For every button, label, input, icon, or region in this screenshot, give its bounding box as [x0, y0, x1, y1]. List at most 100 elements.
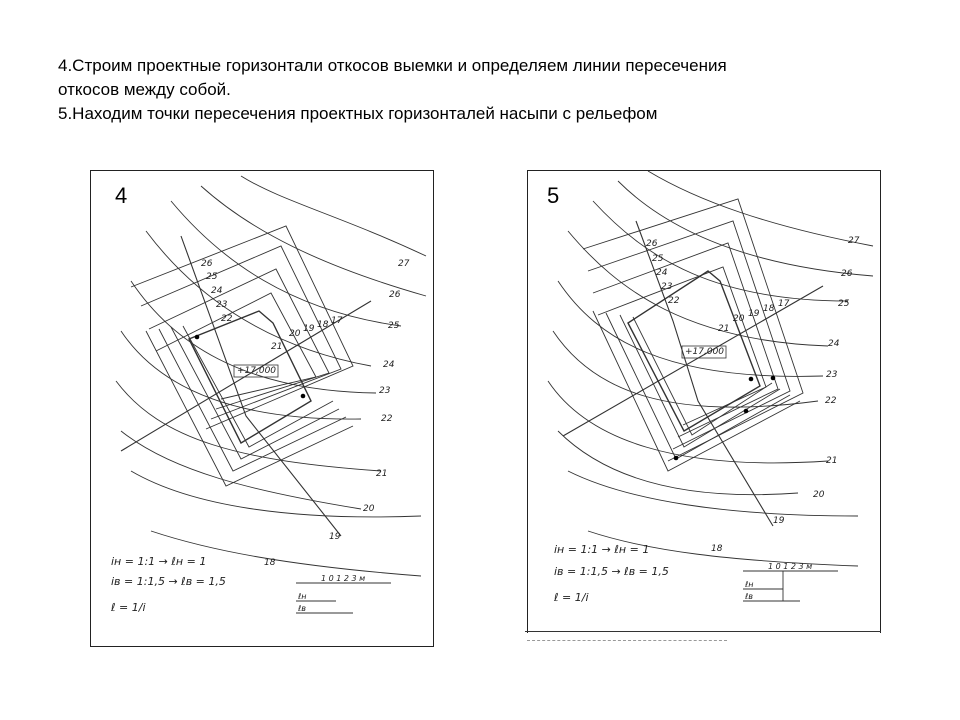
- contour-line: [592, 200, 849, 302]
- panel-number: 4: [115, 183, 128, 208]
- contour-line: [557, 430, 799, 496]
- axis-label: 22: [221, 314, 233, 324]
- contour-line: [617, 180, 874, 277]
- length-formula: ℓ = 1/i: [553, 591, 589, 604]
- contour-label: 24: [828, 339, 840, 349]
- contour-label: 24: [383, 360, 395, 370]
- embankment-slope: [182, 325, 334, 448]
- axis-label: 17: [778, 299, 790, 309]
- contour-label: 26: [389, 290, 401, 300]
- scale-lv: ℓв: [297, 604, 306, 613]
- axis-label: 25: [206, 272, 218, 282]
- scale-ln: ℓн: [744, 580, 754, 589]
- contour-label: 22: [825, 396, 837, 406]
- contour-line: [120, 430, 362, 510]
- contour-line: [647, 170, 874, 247]
- contour-label: 18: [264, 558, 276, 568]
- contour-label: 25: [388, 321, 400, 331]
- axis-line: [635, 220, 774, 527]
- scale-bar: 1 0 1 2 3 м: [321, 574, 365, 583]
- elevation-label: +17,000: [685, 347, 724, 357]
- engineering-drawing: 27 26 25 24 23 22 21 20 19 18 26 25 24 2…: [547, 170, 874, 604]
- embankment-slope: [158, 328, 347, 472]
- axis-label: 25: [652, 254, 664, 264]
- contour-label: 25: [838, 299, 850, 309]
- drawing-panel-5: 5: [527, 170, 881, 633]
- drawing-panel-4: 4: [90, 170, 434, 647]
- contour-line: [587, 530, 859, 567]
- contour-line: [557, 280, 824, 377]
- contour-line: [130, 470, 422, 518]
- contour-line: [200, 185, 427, 297]
- slide-text: 4.Строим проектные горизонтали откосов в…: [58, 54, 918, 126]
- slope-formula: iн = 1:1 → ℓн = 1: [111, 555, 206, 568]
- axis-label: 19: [303, 324, 315, 334]
- embankment-slope: [592, 310, 801, 472]
- embankment-slope: [145, 330, 354, 487]
- contour-label: 27: [848, 236, 860, 246]
- contour-label: 22: [381, 414, 393, 424]
- axis-line: [180, 235, 342, 537]
- axis-label: 20: [733, 314, 745, 324]
- slope-contour: [587, 220, 791, 450]
- step4-line2: откосов между собой.: [58, 80, 231, 99]
- axis-label: 23: [216, 300, 228, 310]
- embankment-slope: [632, 316, 773, 436]
- slope-contour: [155, 292, 317, 400]
- axis-label: 26: [646, 239, 658, 249]
- contour-line: [145, 230, 372, 367]
- panel-number: 5: [547, 183, 560, 208]
- axis-label: 18: [763, 304, 775, 314]
- axis-label: 19: [748, 309, 760, 319]
- platform-outline: [188, 310, 312, 444]
- contour-label: 23: [379, 386, 391, 396]
- slope-contour: [140, 245, 342, 420]
- slope-contour: [130, 225, 354, 430]
- axis-label: 22: [668, 296, 680, 306]
- axis-label: 21: [718, 324, 729, 334]
- engineering-drawing: 27 26 25 24 23 22 21 20 19 18 26 25 24 2…: [110, 175, 427, 614]
- slope-contour: [592, 242, 779, 438]
- axis-line: [562, 285, 824, 437]
- scale-bar: 1 0 1 2 3 м: [768, 562, 812, 571]
- axis-label: 26: [201, 259, 213, 269]
- embankment-slope: [170, 326, 340, 460]
- length-formula: ℓ = 1/i: [110, 601, 146, 614]
- contour-label: 19: [329, 532, 341, 542]
- slope-formula: iв = 1:1,5 → ℓв = 1,5: [111, 575, 226, 588]
- contour-line: [130, 280, 377, 394]
- contour-label: 21: [376, 469, 387, 479]
- step4-line1: 4.Строим проектные горизонтали откосов в…: [58, 56, 727, 75]
- panel-5-bottom-edge: [525, 631, 881, 632]
- slope-contour: [148, 268, 330, 410]
- contour-line: [115, 380, 382, 472]
- contour-line: [170, 200, 402, 327]
- slope-formula: iв = 1:1,5 → ℓв = 1,5: [554, 565, 669, 578]
- contour-label: 27: [398, 259, 410, 269]
- axis-label: 18: [317, 320, 329, 330]
- axis-label: 23: [661, 282, 673, 292]
- axis-label: 24: [211, 286, 223, 296]
- scale-lv: ℓв: [744, 592, 753, 601]
- axis-label: 17: [331, 316, 343, 326]
- contour-label: 26: [841, 269, 853, 279]
- contour-line: [567, 470, 859, 517]
- slope-formula: iн = 1:1 → ℓн = 1: [554, 543, 649, 556]
- panel-5-bottom-shadow: [527, 640, 727, 641]
- contour-line: [547, 380, 829, 464]
- step5-line: 5.Находим точки пересечения проектных го…: [58, 104, 658, 123]
- contour-line: [150, 530, 422, 577]
- contour-label: 20: [813, 490, 825, 500]
- slope-contour: [597, 266, 767, 426]
- scale-ln: ℓн: [297, 592, 307, 601]
- axis-label: 21: [271, 342, 282, 352]
- contour-line: [567, 230, 829, 347]
- axis-label: 24: [656, 268, 668, 278]
- contour-label: 21: [826, 456, 837, 466]
- contour-label: 19: [773, 516, 785, 526]
- axis-line: [120, 300, 372, 452]
- embankment-slope: [619, 314, 781, 448]
- elevation-label: +17,000: [237, 366, 276, 376]
- contour-line: [552, 330, 819, 408]
- contour-line: [240, 175, 427, 257]
